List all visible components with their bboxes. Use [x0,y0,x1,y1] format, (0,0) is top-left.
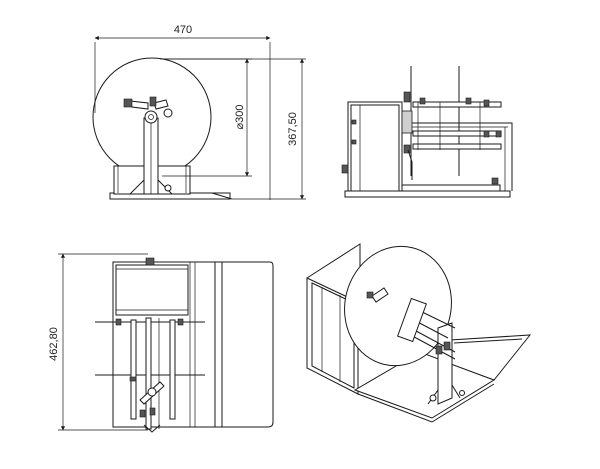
top-view [95,257,274,433]
top-right-plate [214,261,274,428]
front-view [92,57,233,200]
top-motor-housing [115,264,189,316]
iso-column [437,322,453,405]
dimension-depth: 462,80 [48,253,148,431]
isometric-view [306,243,532,423]
front-hub [144,110,158,124]
dimension-height: 367,50 [160,58,306,200]
dimension-height-label: 367,50 [287,112,299,146]
side-base [344,190,511,198]
dimension-depth-label: 462,80 [48,327,60,361]
dimension-diameter-label: ⌀300 [234,105,246,130]
dimension-width: 470 [94,24,271,200]
side-view [341,66,513,198]
dimension-width-label: 470 [174,24,192,36]
